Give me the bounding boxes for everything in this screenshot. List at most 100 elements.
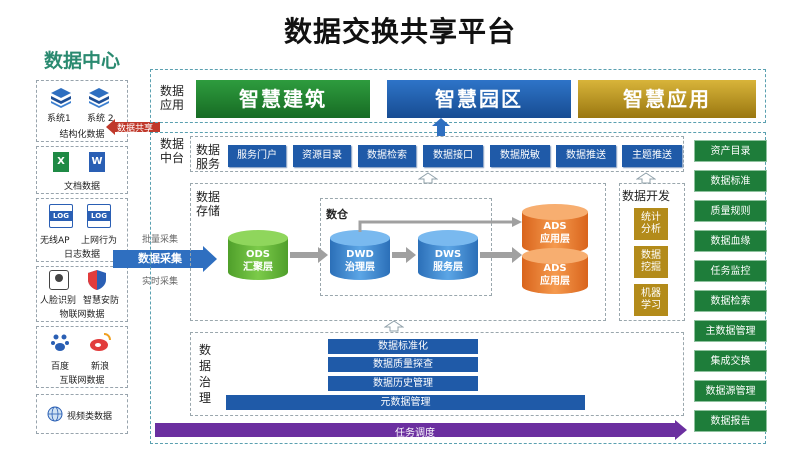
ads-label-line: ADS [543, 221, 567, 232]
log-file-icon: LOG [49, 204, 73, 228]
structured-data-caption: 结构化数据 [59, 130, 105, 140]
develop-item-ml[interactable]: 机器 学习 [634, 284, 668, 316]
data-service-label: 数据 服务 [196, 143, 220, 171]
develop-item-statistics[interactable]: 统计 分析 [634, 208, 668, 240]
internet-data-caption: 互联网数据 [59, 376, 105, 386]
smart-security-label: 智慧安防 [83, 296, 120, 306]
flow-arrow [512, 217, 522, 227]
face-recognition-label: 人脸识别 [40, 296, 77, 306]
service-button[interactable]: 资源目录 [293, 145, 351, 167]
banner-smart-application[interactable]: 智慧应用 [578, 80, 756, 118]
right-panel-item[interactable]: 资产目录 [694, 140, 767, 162]
system-2-label: 系统 2 [87, 114, 114, 124]
develop-title: 数据开发 [622, 189, 671, 203]
right-panel-item[interactable]: 数据检索 [694, 290, 767, 312]
log-file-icon: LOG [87, 204, 111, 228]
service-button[interactable]: 服务门户 [228, 145, 286, 167]
storage-diagram [228, 204, 588, 294]
sidebar-title: 数据中心 [44, 50, 121, 72]
ads-label-line: ADS [543, 263, 567, 274]
database-stack-icon [51, 88, 71, 108]
ads-cylinder [522, 204, 588, 254]
ods-cylinder [228, 230, 288, 280]
warehouse-label: 数仓 [326, 208, 348, 221]
database-stack-icon [89, 88, 109, 108]
ods-label: ODS 汇聚层 [228, 248, 288, 274]
wireless-ap-label: 无线AP [40, 236, 70, 246]
dwd-label-line: 治理层 [345, 262, 375, 273]
iot-data-box: 人脸识别 智慧安防 物联网数据 [36, 266, 128, 322]
develop-item-line: 分析 [641, 224, 661, 235]
document-data-box: X W 文档数据 [36, 146, 128, 194]
flow-line [358, 220, 512, 232]
storage-frame [190, 183, 606, 321]
data-storage-label: 数据 存储 [196, 190, 220, 218]
app-layer-label-line: 应用 [160, 98, 185, 112]
up-arrow-icon [432, 118, 450, 136]
governance-quality-probe[interactable]: 数据质量探查 [328, 357, 478, 372]
governance-history-mgmt[interactable]: 数据历史管理 [328, 376, 478, 391]
web-behavior-label: 上网行为 [81, 236, 118, 246]
governance-label-char: 理 [199, 391, 212, 405]
word-icon: W [89, 152, 105, 172]
app-layer-label-line: 数据 [160, 84, 185, 98]
service-button[interactable]: 数据推送 [556, 145, 616, 167]
security-shield-icon [88, 270, 106, 290]
service-button[interactable]: 主题推送 [622, 145, 682, 167]
develop-item-line: 统计 [641, 212, 661, 223]
governance-metadata-mgmt[interactable]: 元数据管理 [226, 395, 585, 410]
develop-item-mining[interactable]: 数据 挖掘 [634, 246, 668, 278]
develop-item-line: 学习 [641, 300, 661, 311]
right-panel-item[interactable]: 质量规则 [694, 200, 767, 222]
data-share-label: 数据共享 [117, 124, 154, 134]
ods-label-line: ODS [245, 249, 270, 260]
ads-label: ADS 应用层 [522, 220, 588, 246]
governance-label-char: 治 [199, 375, 212, 389]
flow-arrow [392, 247, 416, 263]
batch-collect-label: 批量采集 [142, 235, 179, 245]
app-layer-frame [150, 69, 766, 123]
excel-icon: X [53, 152, 69, 172]
develop-frame [619, 183, 685, 321]
right-panel-item[interactable]: 数据血缘 [694, 230, 767, 252]
service-button[interactable]: 数据接口 [423, 145, 483, 167]
flow-arrow [290, 247, 328, 263]
log-badge: LOG [88, 211, 110, 221]
data-storage-label-line: 数据 [196, 190, 221, 204]
service-button[interactable]: 数据检索 [358, 145, 416, 167]
governance-standardization[interactable]: 数据标准化 [328, 339, 478, 354]
task-schedule-arrow [155, 420, 687, 440]
data-collect-arrow [113, 246, 217, 272]
log-badge: LOG [50, 211, 72, 221]
service-button[interactable]: 数据脱敏 [490, 145, 550, 167]
baidu-paw-icon [51, 334, 69, 351]
dws-label-line: DWS [434, 249, 462, 260]
governance-label: 数 据 治 理 [199, 342, 211, 406]
flow-arrow [480, 247, 522, 263]
right-panel-item[interactable]: 数据源管理 [694, 380, 767, 402]
baidu-label: 百度 [51, 362, 70, 372]
data-share-arrow [106, 119, 160, 135]
realtime-collect-label: 实时采集 [142, 277, 179, 287]
log-data-caption: 日志数据 [63, 250, 100, 260]
warehouse-frame [320, 198, 492, 296]
task-schedule-label: 任务调度 [395, 428, 435, 439]
internet-data-box: 百度 新浪 互联网数据 [36, 326, 128, 388]
video-data-box: 视频类数据 [36, 394, 128, 434]
right-panel-item[interactable]: 集成交换 [694, 350, 767, 372]
page-title: 数据交换共享平台 [283, 15, 516, 48]
data-collect-label: 数据采集 [138, 252, 182, 265]
data-storage-label-line: 存储 [196, 204, 221, 218]
banner-smart-park[interactable]: 智慧园区 [387, 80, 571, 118]
right-panel-item[interactable]: 主数据管理 [694, 320, 767, 342]
banner-smart-building[interactable]: 智慧建筑 [196, 80, 370, 118]
ods-label-line: 汇聚层 [243, 262, 273, 273]
weibo-icon [90, 333, 111, 351]
right-panel-item[interactable]: 数据标准 [694, 170, 767, 192]
ads-label-line: 应用层 [540, 276, 570, 287]
right-panel-item[interactable]: 任务监控 [694, 260, 767, 282]
video-data-caption: 视频类数据 [67, 412, 113, 422]
dws-label-line: 服务层 [433, 262, 463, 273]
right-panel-item[interactable]: 数据报告 [694, 410, 767, 432]
hollow-up-arrow-icon [384, 320, 404, 332]
